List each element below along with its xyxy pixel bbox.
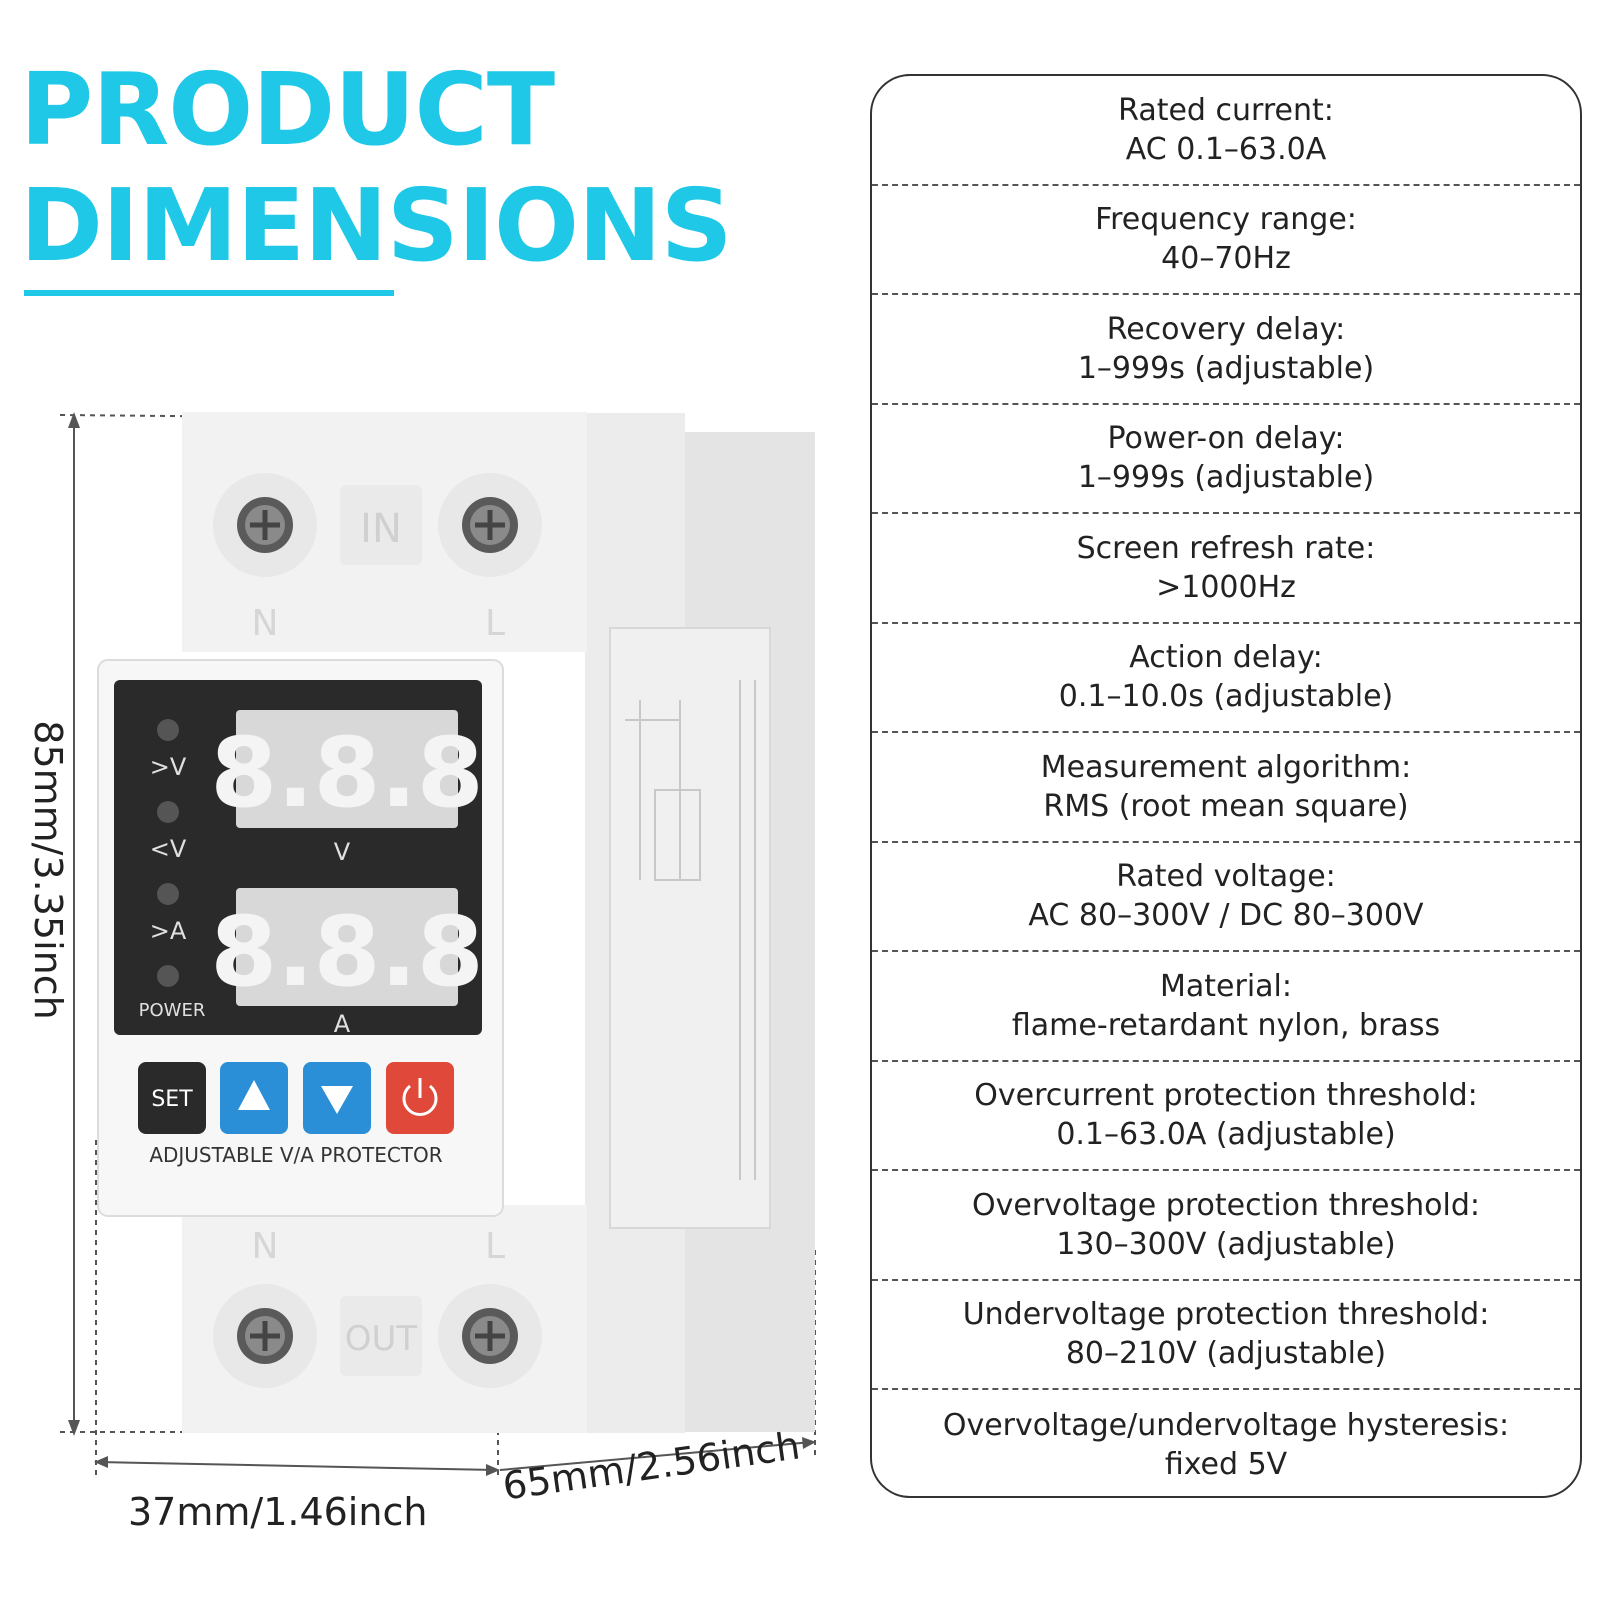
spec-screen-refresh-rate: Screen refresh rate: >1000Hz (872, 514, 1580, 624)
screw-icon (438, 1284, 542, 1388)
arrow-right-icon (486, 1464, 500, 1476)
in-label-box (340, 485, 422, 565)
unit-a: A (334, 1010, 351, 1038)
spec-label: Undervoltage protection threshold: (962, 1297, 1490, 1333)
spec-label: Screen refresh rate: (1076, 530, 1376, 566)
spec-label: Rated voltage: (1116, 859, 1336, 895)
power-icon (402, 1078, 438, 1116)
spec-label: Material: (1160, 968, 1292, 1004)
spec-value: RMS (root mean square) (1043, 788, 1409, 824)
led-over-v (157, 719, 179, 741)
spec-label: Measurement algorithm: (1040, 749, 1412, 785)
spec-value: 1–999s (adjustable) (1077, 350, 1375, 386)
spec-rated-current: Rated current: AC 0.1–63.0A (872, 76, 1580, 186)
set-button (138, 1062, 206, 1134)
set-button-label: SET (151, 1087, 193, 1112)
in-label: IN (360, 506, 402, 552)
spec-overvoltage-threshold: Overvoltage protection threshold: 130–30… (872, 1171, 1580, 1281)
led-under-v (157, 801, 179, 823)
spec-overcurrent-threshold: Overcurrent protection threshold: 0.1–63… (872, 1062, 1580, 1171)
spec-value: 40–70Hz (1161, 241, 1291, 277)
spec-undervoltage-threshold: Undervoltage protection threshold: 80–21… (872, 1281, 1580, 1390)
arrow-down-icon (321, 1086, 353, 1114)
dimension-arrows (68, 412, 816, 1476)
spec-rated-voltage: Rated voltage: AC 80–300V / DC 80–300V (872, 843, 1580, 952)
device-side-body (585, 413, 815, 1433)
spec-measurement-algorithm: Measurement algorithm: RMS (root mean sq… (872, 733, 1580, 843)
arrow-up-icon (68, 412, 80, 428)
spec-value: 0.1–63.0A (adjustable) (1056, 1117, 1396, 1153)
spec-label: Power-on delay: (1107, 421, 1345, 457)
spec-label: Action delay: (1129, 640, 1323, 676)
title-line-1: PRODUCT (20, 51, 555, 168)
spec-value: 0.1–10.0s (adjustable) (1058, 679, 1394, 715)
terminal-n-bottom: N (252, 1226, 279, 1267)
arrow-left-icon (94, 1456, 108, 1468)
spec-label: Overvoltage/undervoltage hysteresis: (942, 1407, 1510, 1443)
out-label-box (340, 1296, 422, 1376)
terminal-l-bottom: L (485, 1226, 505, 1267)
indicator-under-v: <V (150, 835, 187, 863)
unit-v: V (334, 838, 351, 866)
current-display (236, 888, 458, 1006)
height-dimension-label: 85mm/3.35inch (26, 720, 70, 1020)
led-power (157, 965, 179, 987)
spec-label: Frequency range: (1095, 202, 1357, 238)
spec-recovery-delay: Recovery delay: 1–999s (adjustable) (872, 295, 1580, 405)
led-over-a (157, 883, 179, 905)
arrow-up-icon (238, 1080, 270, 1110)
width-dimension-line (97, 1461, 497, 1471)
spec-value: 80–210V (adjustable) (1065, 1336, 1387, 1372)
title-underline (24, 290, 394, 296)
screw-icon (438, 473, 542, 577)
current-display-digits: 8.8.8 (210, 896, 483, 1008)
spec-value: 130–300V (adjustable) (1056, 1226, 1396, 1262)
title-line-2: DIMENSIONS (20, 167, 733, 284)
screw-icon (213, 473, 317, 577)
indicator-over-a: >A (150, 917, 187, 945)
spec-value: AC 80–300V / DC 80–300V (1028, 898, 1424, 934)
arrow-down-icon (68, 1420, 80, 1436)
voltage-display-digits: 8.8.8 (210, 717, 483, 829)
terminal-l-top: L (485, 603, 505, 644)
arrow-right-depth-icon (802, 1437, 816, 1449)
depth-dimension-line (499, 1441, 813, 1471)
spec-label: Recovery delay: (1106, 311, 1346, 347)
product-label: ADJUSTABLE V/A PROTECTOR (149, 1143, 442, 1167)
width-dimension-label: 37mm/1.46inch (128, 1490, 428, 1534)
indicator-power: POWER (139, 1000, 206, 1021)
spec-label: Overvoltage protection threshold: (972, 1187, 1480, 1223)
spec-frequency-range: Frequency range: 40–70Hz (872, 186, 1580, 295)
spec-value: >1000Hz (1156, 569, 1296, 605)
spec-power-on-delay: Power-on delay: 1–999s (adjustable) (872, 405, 1580, 514)
spec-material: Material: flame-retardant nylon, brass (872, 952, 1580, 1062)
device-illustration: IN N L >V <V >A POWER 8.8.8 V 8.8.8 A SE… (59, 412, 816, 1476)
voltage-display (236, 710, 458, 828)
spec-value: 1–999s (adjustable) (1077, 460, 1375, 496)
indicator-over-v: >V (150, 753, 187, 781)
spec-hysteresis: Overvoltage/undervoltage hysteresis: fix… (872, 1390, 1580, 1496)
spec-label: Rated current: (1118, 92, 1334, 128)
spec-action-delay: Action delay: 0.1–10.0s (adjustable) (872, 624, 1580, 733)
out-label: OUT (345, 1319, 418, 1359)
screw-icon (213, 1284, 317, 1388)
terminal-n-top: N (252, 603, 279, 644)
spec-label: Overcurrent protection threshold: (974, 1078, 1478, 1114)
spec-value: flame-retardant nylon, brass (1011, 1007, 1441, 1043)
specifications-panel: Rated current: AC 0.1–63.0A Frequency ra… (870, 74, 1582, 1498)
spec-value: fixed 5V (1164, 1446, 1288, 1482)
spec-value: AC 0.1–63.0A (1125, 131, 1327, 167)
